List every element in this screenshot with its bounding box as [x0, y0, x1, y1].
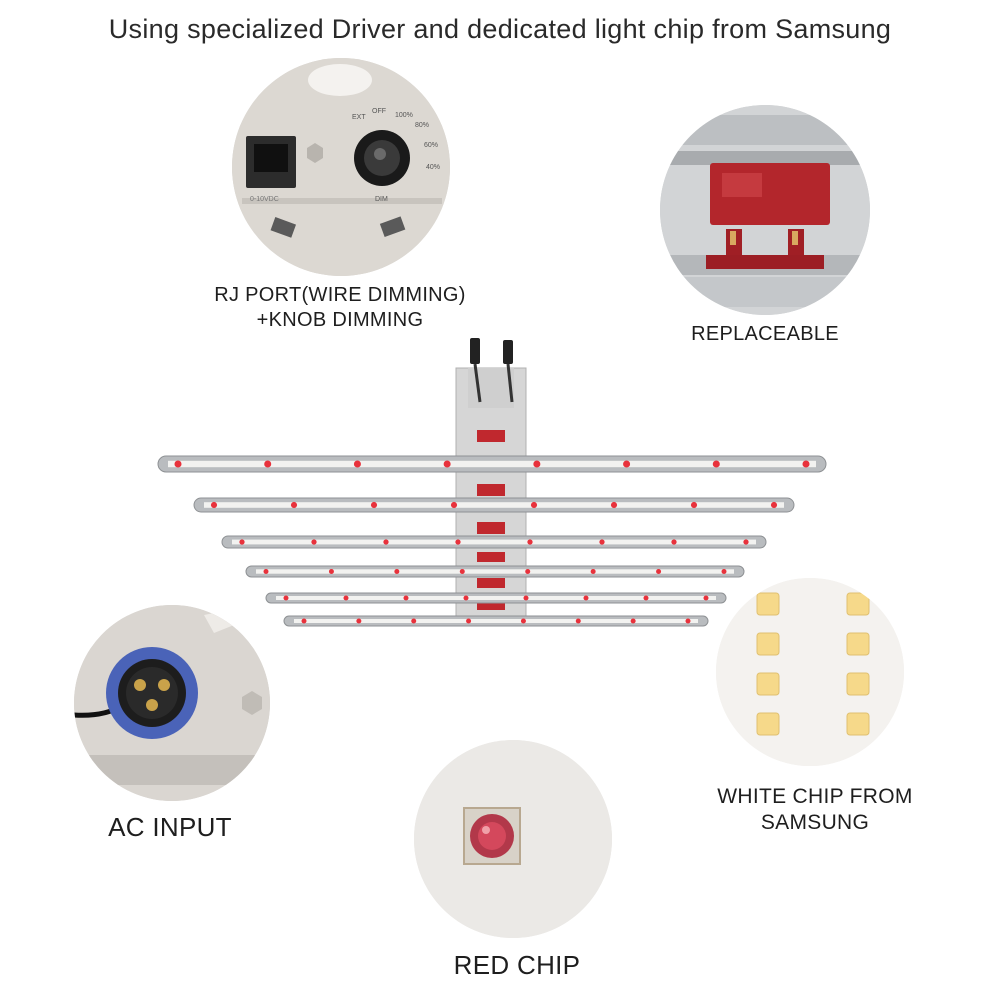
red-led: [466, 618, 472, 624]
red-led: [671, 539, 677, 545]
red-led: [630, 618, 636, 624]
red-led: [463, 595, 469, 601]
white-chip-label-line2: SAMSUNG: [760, 811, 870, 834]
red-led: [450, 501, 458, 509]
led-strip: [256, 569, 734, 574]
white-led-chip: [756, 632, 780, 656]
replaceable-label: REPLACEABLE: [691, 323, 839, 345]
red-led: [239, 539, 245, 545]
red-led: [623, 460, 631, 468]
red-led: [610, 501, 618, 509]
red-led: [643, 595, 649, 601]
red-led: [328, 569, 334, 574]
red-chip-label: RED CHIP: [453, 950, 581, 980]
led-strip: [204, 502, 784, 508]
red-led: [370, 501, 378, 509]
red-led: [455, 539, 461, 545]
white-chip-label-line1: WHITE CHIP FROM: [717, 785, 913, 808]
knob-mark-60: 60%: [424, 142, 439, 149]
white-led-chip: [756, 592, 780, 616]
knob-caption: DIM: [375, 196, 388, 203]
red-led: [174, 460, 182, 468]
replaceable-connector-photo: [660, 105, 870, 315]
red-led: [685, 618, 691, 624]
red-led: [210, 501, 218, 509]
red-led: [525, 569, 531, 574]
red-led: [394, 569, 400, 574]
red-led: [721, 569, 727, 574]
knob-mark-100: 100%: [395, 112, 413, 119]
white-led-chip: [756, 712, 780, 736]
red-led: [583, 595, 589, 601]
red-led: [703, 595, 709, 601]
rj-port-label: RJ PORT(WIRE DIMMING) +KNOB DIMMING: [160, 283, 520, 333]
red-led: [264, 460, 272, 468]
ac-input-photo: [74, 605, 270, 801]
red-led: [533, 460, 541, 468]
knob-mark-ext: EXT: [352, 114, 366, 121]
red-led: [656, 569, 662, 574]
led-strip: [168, 460, 816, 468]
red-led: [290, 501, 298, 509]
red-led: [530, 501, 538, 509]
red-led: [443, 460, 451, 468]
red-led: [690, 501, 698, 509]
red-led: [459, 569, 465, 574]
red-led: [311, 539, 317, 545]
rj-port-knob-photo: EXT OFF 100% 80% 60% 40% DIM 0-10VDC: [232, 58, 450, 276]
red-led: [353, 460, 361, 468]
white-led-chip: [846, 712, 870, 736]
red-led: [520, 618, 526, 624]
white-led-chip: [846, 592, 870, 616]
red-led: [599, 539, 605, 545]
red-led: [383, 539, 389, 545]
red-led: [743, 539, 749, 545]
port-caption: 0-10VDC: [250, 196, 279, 203]
red-led: [523, 595, 529, 601]
red-led: [283, 595, 289, 601]
rj-port-label-line2: +KNOB DIMMING: [256, 309, 424, 331]
red-led: [712, 460, 720, 468]
ac-input-label: AC INPUT: [108, 812, 232, 842]
led-strip: [276, 596, 716, 600]
red-led: [770, 501, 778, 509]
led-strip: [294, 619, 698, 623]
rj-port-label-line1: RJ PORT(WIRE DIMMING): [214, 284, 466, 306]
white-led-chip: [846, 672, 870, 696]
red-led: [343, 595, 349, 601]
red-led: [403, 595, 409, 601]
white-led-chip: [756, 672, 780, 696]
red-led: [802, 460, 810, 468]
red-led: [301, 618, 307, 624]
red-led: [527, 539, 533, 545]
knob-mark-off: OFF: [372, 108, 386, 115]
red-led: [263, 569, 269, 574]
led-strip: [232, 539, 756, 545]
knob-mark-80: 80%: [415, 122, 430, 129]
knob-mark-40: 40%: [426, 164, 441, 171]
red-led: [356, 618, 362, 624]
red-chip-photo: [414, 740, 612, 938]
white-chip-label: WHITE CHIP FROM SAMSUNG: [690, 784, 940, 836]
headline: Using specialized Driver and dedicated l…: [108, 14, 892, 44]
red-led: [575, 618, 581, 624]
white-chip-photo: [716, 578, 904, 766]
red-led: [411, 618, 417, 624]
white-led-chip: [846, 632, 870, 656]
red-led: [590, 569, 596, 574]
